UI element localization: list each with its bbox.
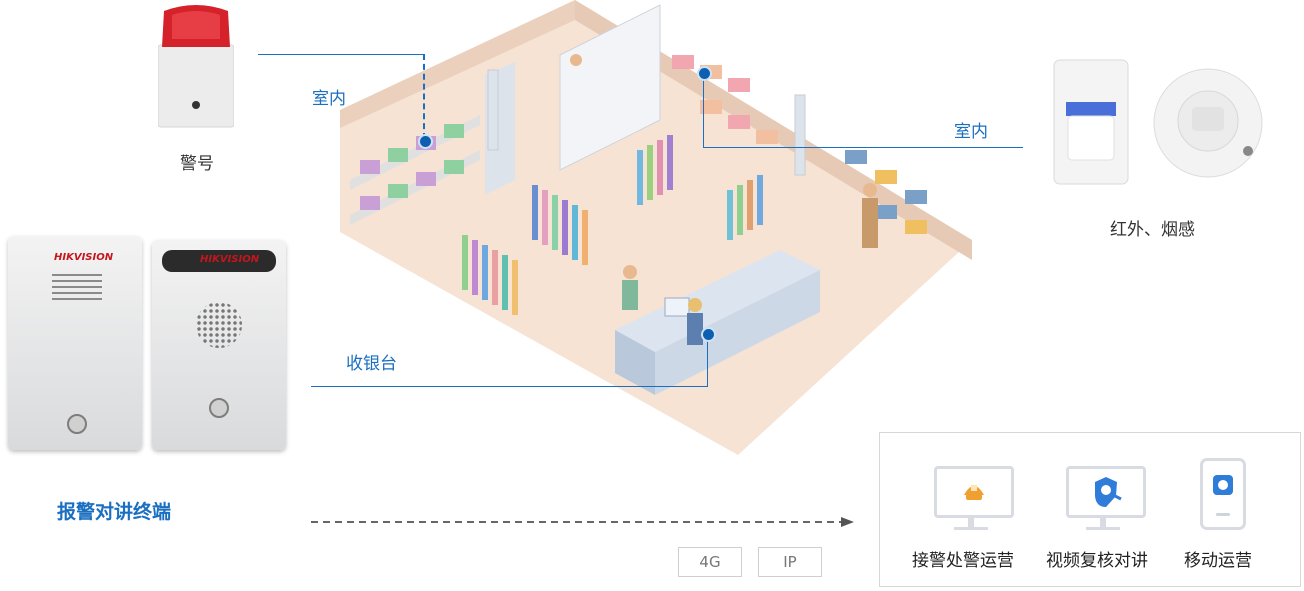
connector-detector-vertical xyxy=(703,72,704,147)
pir-detector-image xyxy=(1052,58,1130,186)
speaker-grille xyxy=(52,274,102,304)
connector-siren xyxy=(258,54,425,55)
intercom-terminal-2: HIKVISION xyxy=(152,240,286,450)
monitor-frame xyxy=(934,466,1014,518)
tag-ip: IP xyxy=(758,547,822,577)
terminal-brand-logo: HIKVISION xyxy=(54,252,114,263)
indoor-label-right: 室内 xyxy=(954,122,988,142)
network-arrow xyxy=(311,514,856,528)
detector-label: 红外、烟感 xyxy=(1110,220,1195,240)
shield-camera-icon xyxy=(1095,477,1122,507)
tag-4g: 4G xyxy=(678,547,742,577)
intercom-terminal-1: HIKVISION xyxy=(8,236,142,450)
cashier-location-dot xyxy=(701,327,716,342)
service-panel: 接警处警运营 视频复核对讲 移动运营 xyxy=(879,432,1301,587)
indoor-label-left: 室内 xyxy=(312,89,346,109)
police-badge-icon xyxy=(964,485,984,500)
detector-location-dot xyxy=(697,66,712,81)
monitor-frame xyxy=(1066,466,1146,518)
connector-cashier-vertical xyxy=(707,333,708,386)
call-button xyxy=(67,414,87,434)
cashier-label: 收银台 xyxy=(346,354,397,374)
connector-cashier xyxy=(311,386,708,387)
connector-siren-dashed xyxy=(423,54,425,139)
speaker-grille xyxy=(196,302,242,348)
siren-location-dot xyxy=(418,134,433,149)
mobile-app-icon xyxy=(1213,475,1233,516)
connector-detector xyxy=(703,147,1023,148)
service-label: 视频复核对讲 xyxy=(1046,551,1148,571)
service-label: 接警处警运营 xyxy=(912,551,1014,571)
mobile-frame xyxy=(1200,458,1246,530)
terminal-title: 报警对讲终端 xyxy=(57,501,172,523)
service-label: 移动运营 xyxy=(1184,551,1252,571)
siren-image xyxy=(157,3,235,129)
smoke-detector-image xyxy=(1152,67,1264,179)
store-illustration xyxy=(340,0,972,455)
camera-strip xyxy=(162,250,276,272)
terminal-brand-logo: HIKVISION xyxy=(200,254,260,265)
siren-label: 警号 xyxy=(180,154,214,174)
call-button xyxy=(209,398,229,418)
